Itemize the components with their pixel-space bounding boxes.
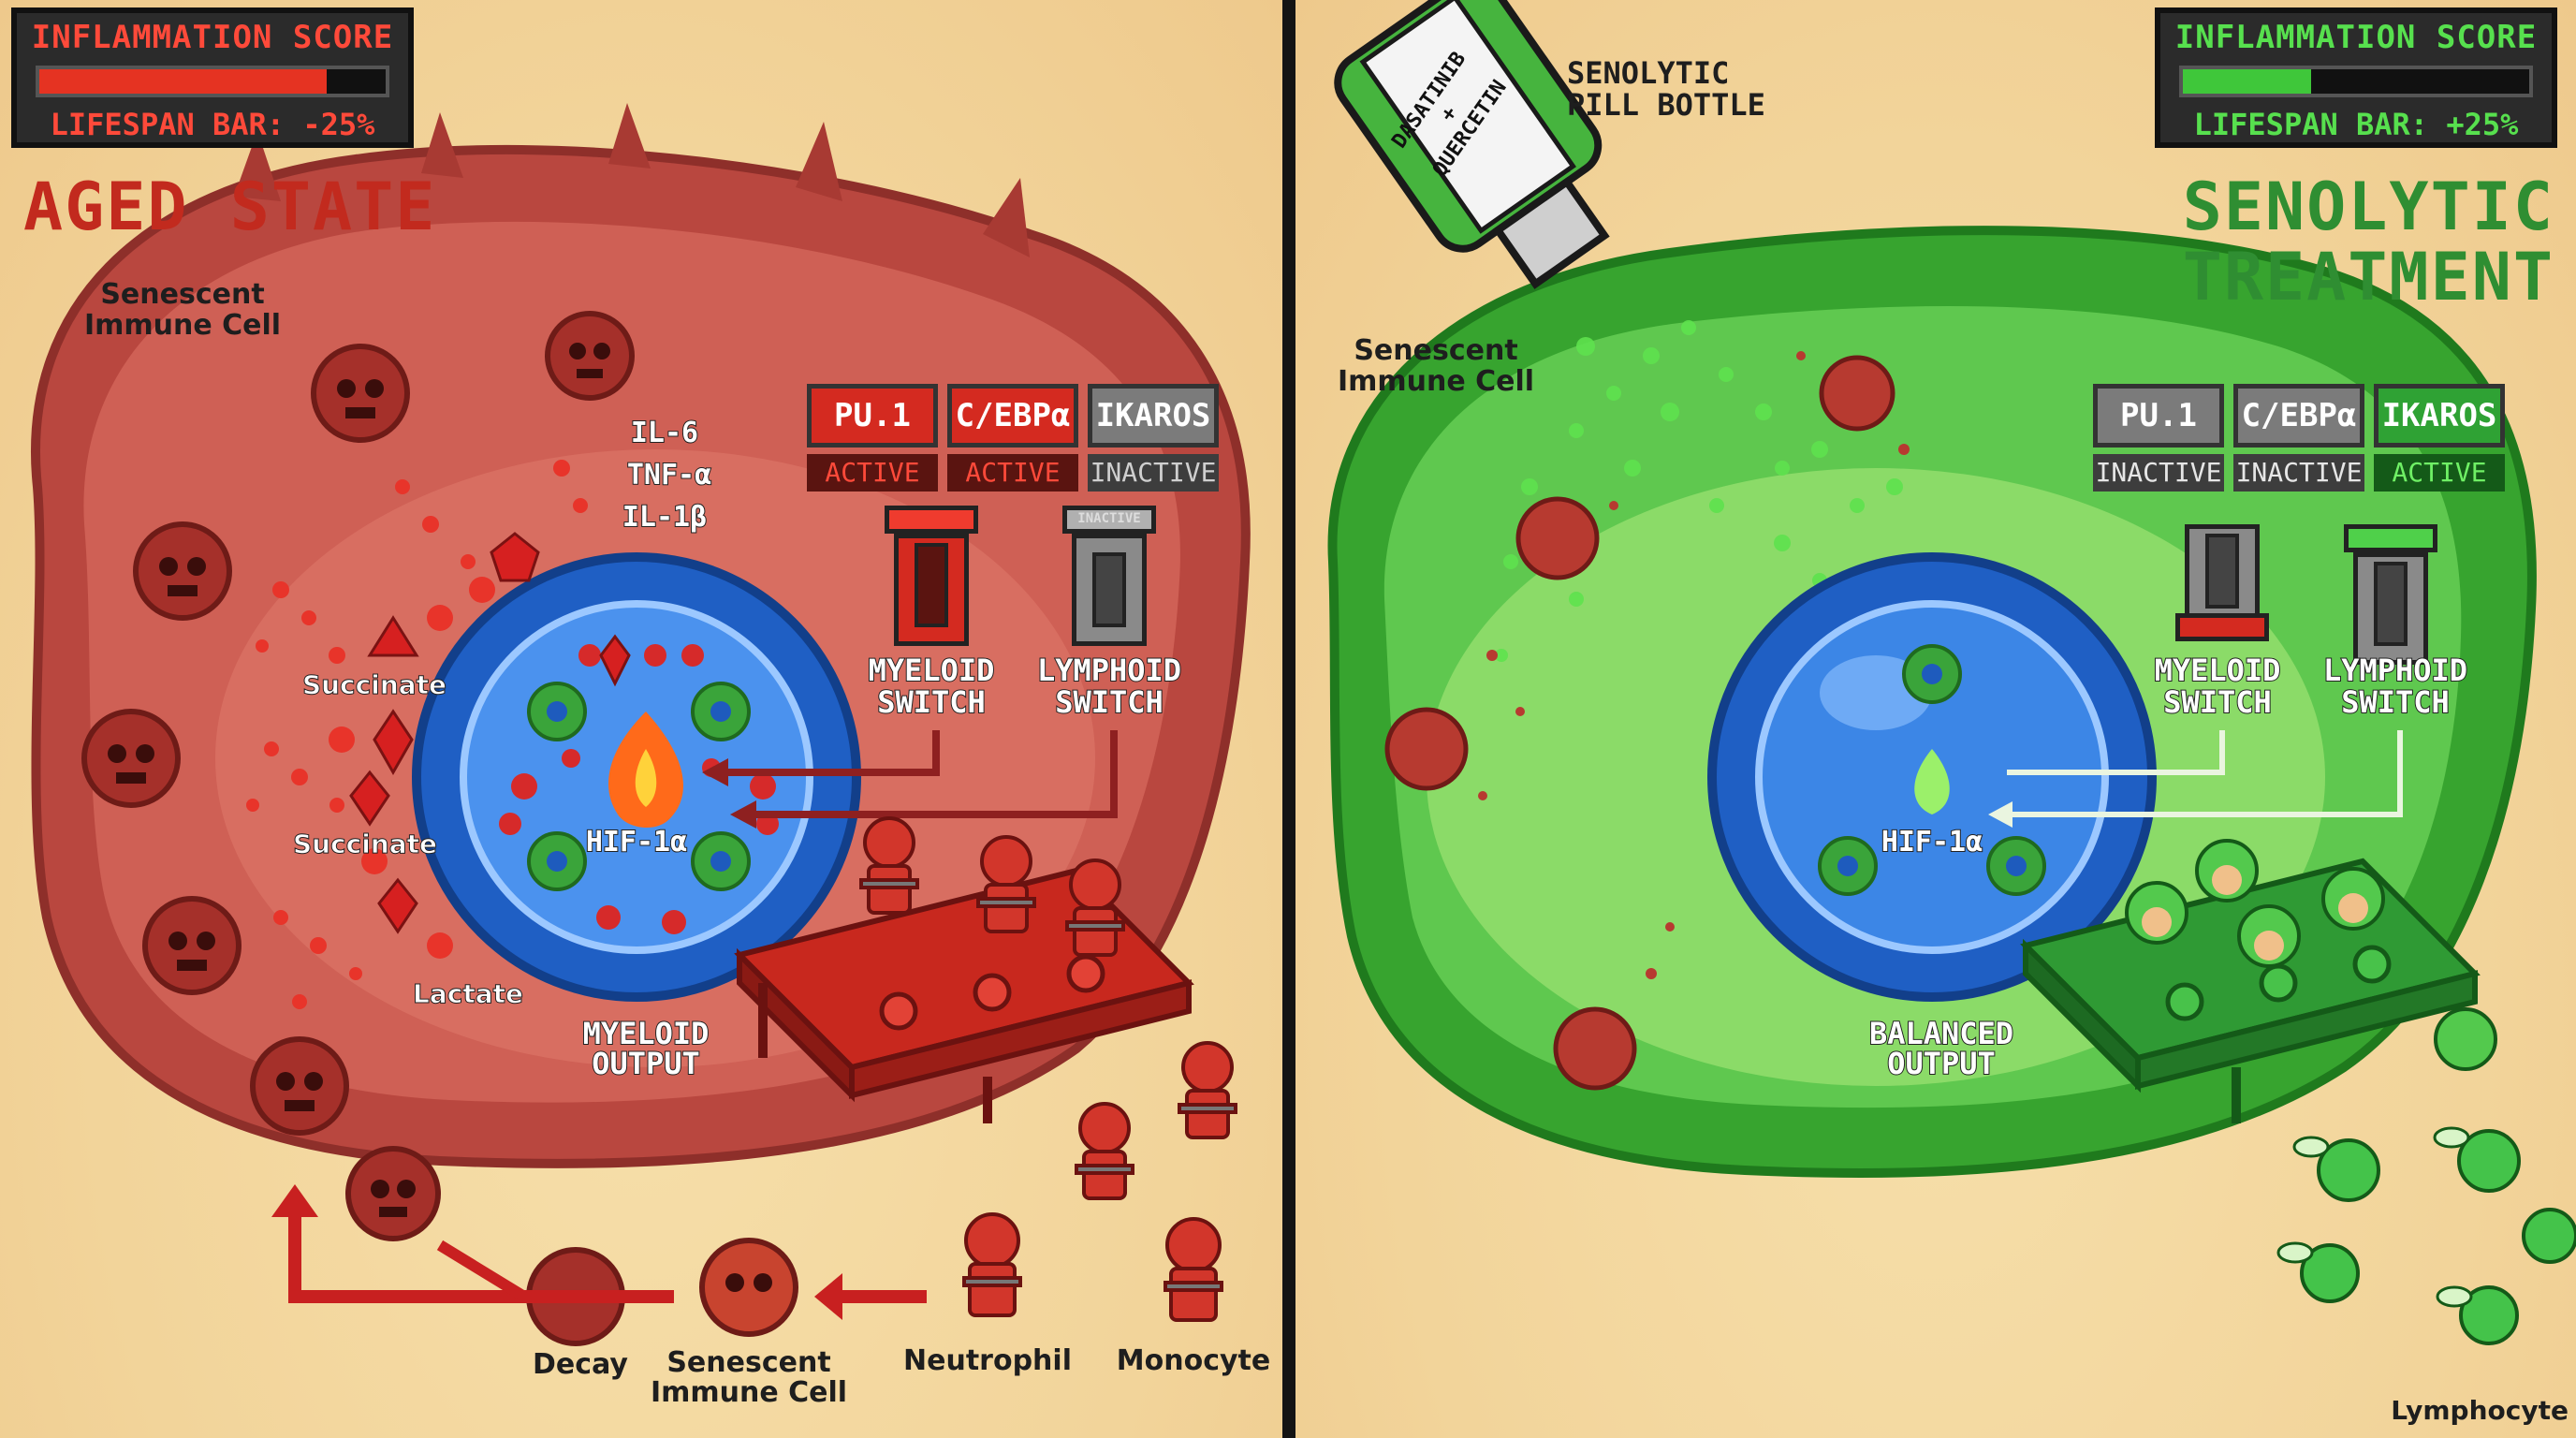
tf-cebpa-status: ACTIVE (947, 454, 1078, 492)
myeloid-output-label: MYELOID OUTPUT (582, 1016, 710, 1081)
myeloid-switch-label: MYELOID SWITCH (868, 653, 996, 720)
succinate-label-1: Succinate (301, 669, 447, 701)
pill-bottle-icon (1334, 0, 1610, 289)
lactate-label: Lactate (413, 978, 524, 1010)
hif1a-label: HIF-1α (585, 825, 688, 859)
succinate-label-2: Succinate (292, 829, 438, 860)
tf-cebpa[interactable]: C/EBPα (947, 384, 1078, 448)
inflammation-hud-right: INFLAMMATION SCORE LIFESPAN BAR: +25% (2155, 7, 2557, 148)
aged-scene-art (31, 103, 1251, 1346)
cytokine-tnf: TNF-α (626, 458, 712, 492)
panel-divider (1282, 0, 1295, 1438)
inflammation-bar-fill-right (2183, 69, 2311, 94)
tf-cebpa-right[interactable]: C/EBPα (2233, 384, 2364, 448)
small-flame-icon (1914, 749, 1950, 814)
tf-ikaros-status: INACTIVE (1088, 454, 1219, 492)
lymphoid-switch-label-right: LYMPHOID SWITCH (2322, 653, 2468, 720)
myeloid-switch-right[interactable] (2175, 524, 2269, 665)
lymphoid-switch-lever[interactable] (1062, 506, 1156, 534)
tf-ikaros[interactable]: IKAROS (1088, 384, 1219, 448)
senolytic-title-line1: SENOLYTIC (2182, 169, 2554, 245)
lifespan-bar-label: LIFESPAN BAR: -25% (50, 107, 375, 142)
senolytic-title-line2: TREATMENT (2182, 239, 2554, 315)
tf-cebpa-status-right: INACTIVE (2233, 454, 2364, 492)
myeloid-switch-lever[interactable] (885, 506, 978, 534)
neutrophil-soldiers (859, 816, 1237, 1322)
aged-state-title: AGED STATE (23, 169, 437, 245)
senescent-cell-label: Senescent Immune Cell (83, 278, 282, 342)
winged-lymphocytes (2300, 1129, 2576, 1345)
pill-bottle-label: SENOLYTIC PILL BOTTLE (1567, 55, 1765, 123)
balanced-output-label: BALANCED OUTPUT (1868, 1016, 2014, 1081)
tf-pu1-status: ACTIVE (807, 454, 938, 492)
inflammation-bar-fill (39, 69, 328, 94)
aged-state-panel: INFLAMMATION SCORE LIFESPAN BAR: -25% AG… (0, 0, 1282, 1438)
lymphoid-switch-plate: INACTIVE (1077, 511, 1141, 526)
lymphocyte-label: Lymphocyte (2391, 1395, 2569, 1426)
inflammation-bar-right (2179, 66, 2533, 97)
myeloid-switch[interactable] (885, 506, 978, 646)
lymphoid-switch-label: LYMPHOID SWITCH (1036, 653, 1182, 720)
tf-pu1-right[interactable]: PU.1 (2093, 384, 2224, 448)
inflammation-score-label-right: INFLAMMATION SCORE (2174, 19, 2538, 56)
cytokine-il1b: IL-1β (622, 500, 708, 535)
decay-cycle (271, 1184, 927, 1346)
myeloid-switch-slot (915, 543, 948, 627)
tf-pu1[interactable]: PU.1 (807, 384, 938, 448)
tf-ikaros-status-right: ACTIVE (2374, 454, 2505, 492)
senescent-cell-label-right: Senescent Immune Cell (1337, 334, 1535, 398)
lymphoid-switch-slot (1092, 552, 1126, 627)
inflammation-bar (36, 66, 389, 97)
lymphoid-switch-slot-right (2374, 562, 2408, 646)
myeloid-switch-slot-right (2205, 534, 2239, 609)
myeloid-switch-lever-right[interactable] (2175, 613, 2269, 641)
hif1a-label-right: HIF-1α (1881, 825, 1983, 859)
neutrophil-label: Neutrophil (903, 1344, 1072, 1377)
dissolving-senescent-cells (1384, 355, 1895, 1091)
inflammation-score-label: INFLAMMATION SCORE (31, 19, 394, 56)
lymphocyte-blobs (2125, 839, 2497, 1071)
myeloid-switch-label-right: MYELOID SWITCH (2154, 653, 2282, 720)
tf-ikaros-right[interactable]: IKAROS (2374, 384, 2505, 448)
lifespan-bar-label-right: LIFESPAN BAR: +25% (2193, 107, 2519, 142)
cytokine-il6: IL-6 (630, 416, 699, 450)
lymphoid-switch[interactable] (1062, 506, 1156, 646)
lymphoid-switch-right[interactable] (2344, 524, 2437, 665)
senescent-bottom-label: Senescent Immune Cell (650, 1346, 848, 1409)
inflammation-hud-left: INFLAMMATION SCORE LIFESPAN BAR: -25% (11, 7, 414, 148)
senolytic-scene-art (1327, 0, 2576, 1345)
monocyte-label: Monocyte (1116, 1344, 1271, 1377)
tf-pu1-status-right: INACTIVE (2093, 454, 2224, 492)
senescent-cells-left (81, 311, 635, 1241)
decay-label: Decay (533, 1348, 628, 1381)
lymphoid-switch-lever-right[interactable] (2344, 524, 2437, 552)
senolytic-panel: INFLAMMATION SCORE LIFESPAN BAR: +25% SE… (1295, 0, 2576, 1438)
